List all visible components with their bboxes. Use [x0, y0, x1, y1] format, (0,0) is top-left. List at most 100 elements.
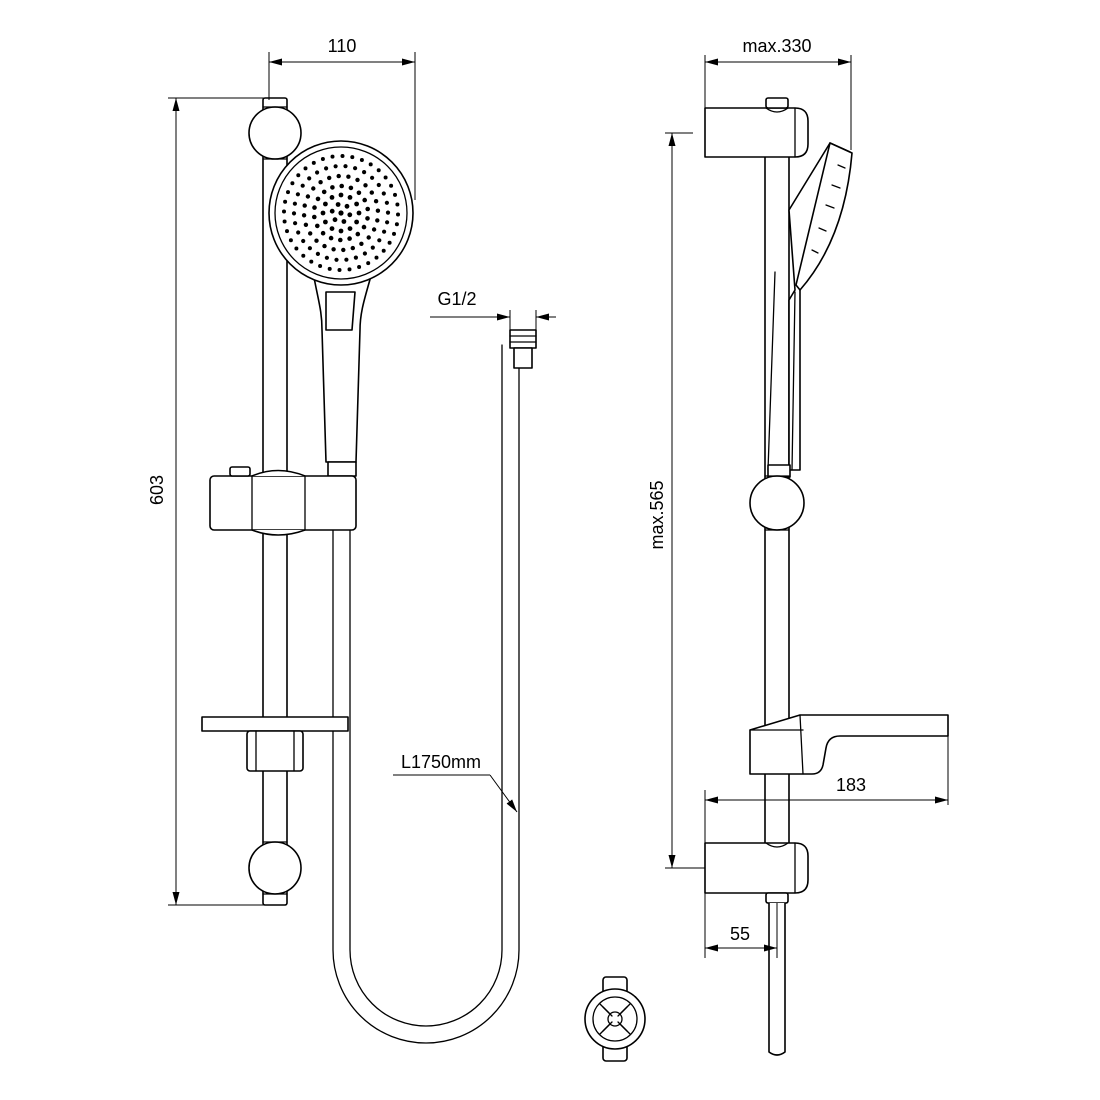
nozzle: [293, 221, 298, 226]
nozzle: [288, 238, 293, 243]
nozzle: [385, 210, 391, 215]
nozzle: [353, 255, 358, 260]
nozzle: [370, 175, 375, 180]
nozzle: [315, 196, 321, 202]
nozzle: [324, 255, 329, 260]
nozzle: [394, 222, 399, 227]
nozzle: [296, 230, 301, 235]
nozzle: [350, 155, 355, 160]
nozzle: [291, 211, 297, 216]
nozzle: [329, 226, 335, 232]
nozzle: [369, 190, 374, 195]
bottom-bracket: [248, 841, 302, 895]
dim-shelf-183: 183: [704, 736, 949, 843]
nozzle: [347, 212, 353, 218]
nozzle: [384, 200, 389, 205]
nozzle: [339, 183, 345, 189]
max-565-label: max.565: [647, 480, 667, 549]
hose-side: [768, 903, 786, 1056]
handset-handle: [312, 271, 373, 477]
nozzle: [329, 208, 335, 214]
nozzle: [338, 210, 344, 216]
nozzle: [334, 257, 339, 262]
nozzle: [362, 251, 367, 256]
nozzle: [282, 209, 286, 214]
nozzle: [366, 235, 371, 240]
nozzle: [321, 189, 327, 195]
nozzle: [323, 201, 328, 207]
nozzle: [338, 237, 343, 243]
shelf-side: [749, 714, 949, 775]
nozzle: [362, 197, 368, 203]
max-330-label: max.330: [742, 36, 811, 56]
nozzle: [327, 266, 332, 271]
nozzle: [370, 245, 375, 250]
nozzle: [315, 251, 320, 256]
nozzle: [292, 201, 297, 206]
nozzle: [294, 246, 299, 251]
nozzle: [303, 166, 308, 171]
nozzle: [374, 255, 379, 260]
nozzle: [320, 210, 326, 216]
nozzle: [307, 176, 312, 181]
nozzle: [353, 166, 358, 171]
nozzle: [285, 229, 289, 234]
nozzle: [354, 219, 359, 225]
nozzle: [341, 219, 347, 224]
nozzle: [338, 192, 344, 198]
nozzle: [282, 219, 287, 224]
nozzle: [295, 192, 300, 197]
nozzle: [347, 195, 353, 200]
nozzle: [385, 220, 390, 225]
nozzle: [395, 202, 400, 207]
nozzle: [344, 203, 350, 209]
nozzle: [365, 216, 370, 221]
top-bracket-side: [704, 97, 809, 158]
nozzle: [347, 236, 352, 241]
nozzle: [393, 192, 397, 197]
nozzle: [350, 245, 355, 251]
nozzle: [333, 164, 338, 169]
dim-height-603: 603: [147, 97, 265, 906]
dim-max-330: max.330: [704, 36, 852, 150]
nozzle: [389, 183, 394, 188]
nozzle: [359, 241, 364, 246]
hose-length-callout: L1750mm: [393, 752, 518, 813]
nozzle: [311, 160, 316, 165]
nozzle: [396, 212, 400, 217]
hose-front: [332, 344, 520, 1044]
nozzle: [320, 230, 326, 236]
nozzle: [375, 208, 381, 213]
nozzle: [315, 223, 320, 229]
dim-thread: G1/2: [430, 289, 556, 330]
nozzle: [338, 228, 344, 234]
nozzle: [362, 170, 367, 175]
nozzle: [303, 222, 309, 227]
nozzle: [307, 246, 312, 251]
shelf: [201, 716, 349, 772]
nozzle: [312, 205, 317, 210]
nozzle: [330, 185, 335, 190]
nozzle: [320, 157, 325, 161]
nozzle: [376, 182, 381, 188]
nozzle: [361, 224, 367, 230]
nozzle: [355, 231, 361, 237]
nozzle: [336, 173, 341, 179]
dim-603-label: 603: [147, 475, 167, 505]
nozzle: [365, 206, 371, 212]
nozzle: [377, 238, 382, 243]
nozzle: [356, 190, 362, 196]
nozzle: [301, 253, 306, 258]
nozzle: [363, 183, 368, 188]
front-view: 110 603 G1/2 L1750mm: [147, 36, 646, 1062]
nozzle: [346, 174, 351, 179]
nozzle: [283, 199, 288, 204]
dim-width-110: 110: [268, 36, 416, 200]
nozzle: [308, 231, 313, 236]
shower-head-face: [268, 140, 414, 286]
side-view: max.330 max.565 183 55: [647, 36, 949, 1056]
nozzle: [356, 210, 362, 216]
slide-holder: [209, 466, 357, 536]
slide-holder-side: [749, 475, 805, 531]
nozzle: [357, 265, 362, 269]
